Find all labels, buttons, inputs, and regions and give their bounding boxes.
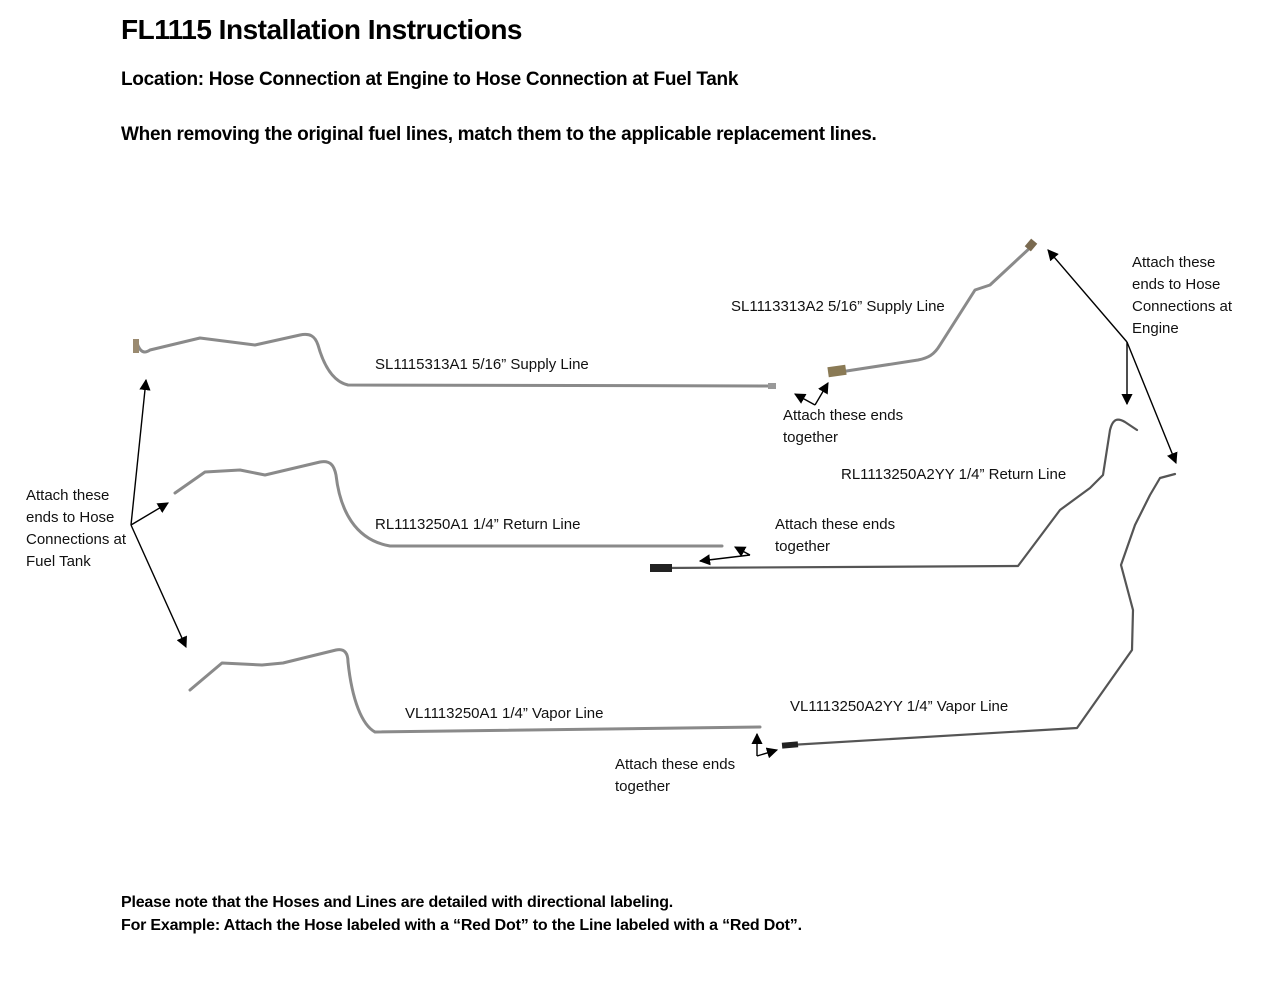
connector-icon xyxy=(650,564,672,572)
footer-note: Please note that the Hoses and Lines are… xyxy=(121,894,674,911)
supply-line-a2-tube xyxy=(827,238,1038,378)
fuel-tank-arrows xyxy=(130,378,187,649)
vapor-line-a2yy-tube xyxy=(781,472,1177,749)
vapor-join-callout: Attach these ends together xyxy=(615,756,736,795)
supply-join-arrows xyxy=(794,382,829,406)
vapor-join-arrows xyxy=(751,732,779,759)
fitting-icon xyxy=(133,339,139,353)
connector-icon xyxy=(781,741,799,749)
return-join-arrows xyxy=(698,546,751,566)
vapor-line-a1-label: VL1113250A1 1/4” Vapor Line xyxy=(405,705,604,722)
supply-line-a1-tube xyxy=(133,332,776,389)
fitting-icon xyxy=(1024,238,1038,252)
footer-example: For Example: Attach the Hose labeled wit… xyxy=(121,917,802,934)
page-title: FL1115 Installation Instructions xyxy=(121,14,523,45)
return-line-a2yy-label: RL1113250A2YY 1/4” Return Line xyxy=(841,466,1067,483)
supply-line-a1-label: SL1115313A1 5/16” Supply Line xyxy=(375,356,589,373)
fitting-icon xyxy=(768,383,776,389)
return-join-callout: Attach these ends together xyxy=(775,516,896,555)
return-line-a1-tube xyxy=(173,460,724,548)
fitting-icon xyxy=(827,364,847,378)
engine-arrows xyxy=(1047,249,1178,465)
vapor-line-a2yy-label: VL1113250A2YY 1/4” Vapor Line xyxy=(790,698,1009,715)
location-heading: Location: Hose Connection at Engine to H… xyxy=(121,69,739,90)
instruction-text: When removing the original fuel lines, m… xyxy=(121,124,877,145)
vapor-line-a1-tube xyxy=(188,648,762,734)
supply-join-callout: Attach these ends together xyxy=(783,407,904,446)
supply-line-a2-label: SL1113313A2 5/16” Supply Line xyxy=(731,298,945,315)
return-line-a2yy-tube xyxy=(650,418,1139,572)
return-line-a1-label: RL1113250A1 1/4” Return Line xyxy=(375,516,581,533)
engine-callout: Attach these ends to Hose Connections at… xyxy=(1132,254,1233,337)
fuel-tank-callout: Attach these ends to Hose Connections at… xyxy=(26,487,127,570)
